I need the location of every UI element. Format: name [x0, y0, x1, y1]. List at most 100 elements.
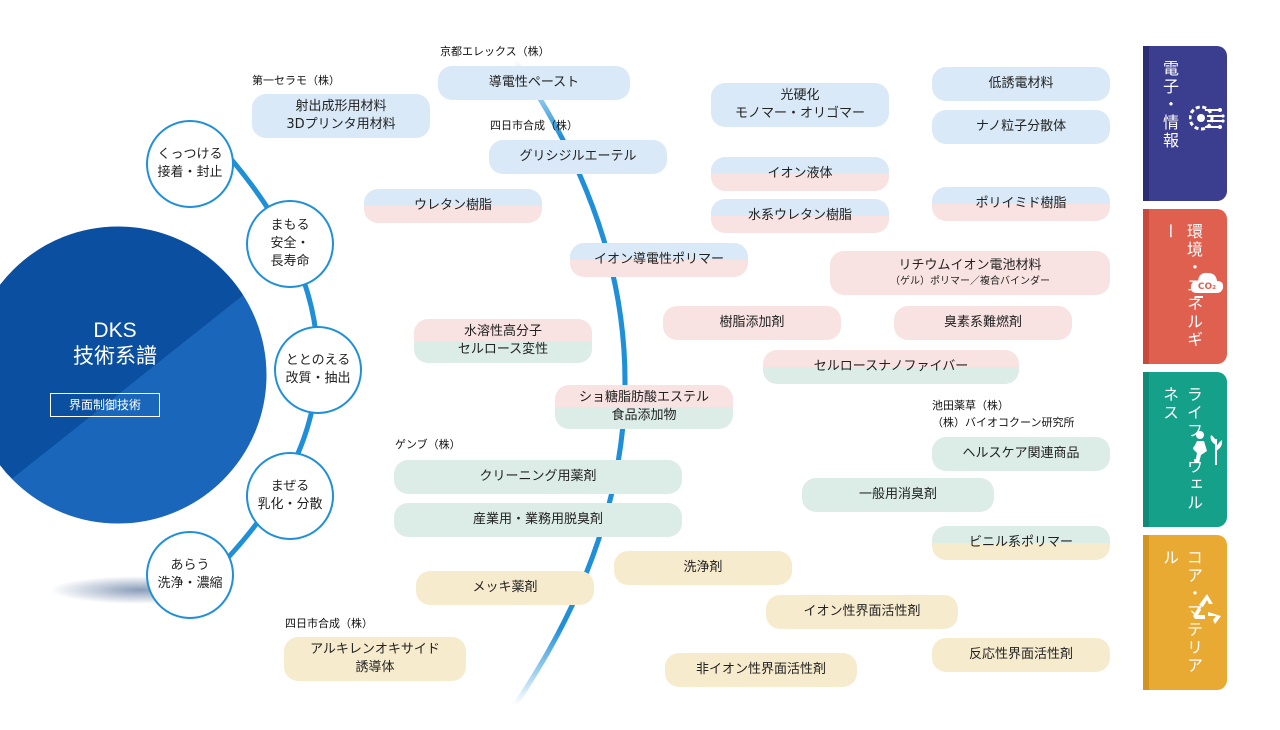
category-tab-label: コア・マテリアル: [1160, 549, 1203, 675]
center-title-line2: 技術系譜: [73, 345, 157, 368]
product-low-dielectric-label: 低誘電材料: [988, 76, 1054, 91]
capability-wash[interactable]: あらう 洗浄・濃縮: [146, 531, 234, 619]
capability-protect-line3: 長寿命: [270, 254, 310, 269]
product-sucrose-ester-line1: ショ糖脂肪酸エステル: [578, 390, 709, 405]
capability-wash-line1: あらう: [170, 558, 210, 573]
product-nano-dispersion[interactable]: ナノ粒子分散体: [932, 110, 1110, 144]
capability-modify-line1: ととのえる: [285, 353, 351, 368]
product-conductive-paste[interactable]: 導電性ペースト: [438, 66, 630, 100]
product-healthcare[interactable]: ヘルスケア関連商品: [932, 437, 1110, 471]
center-title-line1: DKS: [93, 319, 137, 342]
product-ionic-surfactant[interactable]: イオン性界面活性剤: [766, 595, 958, 629]
product-sucrose-ester-line2: 食品添加物: [611, 408, 677, 423]
capability-mix[interactable]: まぜる 乳化・分散: [246, 452, 334, 540]
product-water-urethane[interactable]: 水系ウレタン樹脂: [711, 199, 889, 233]
product-reactive-surfactant[interactable]: 反応性界面活性剤: [932, 638, 1110, 672]
category-tab-environment[interactable]: 環境・エネルギー CO₂: [1143, 209, 1227, 364]
product-lithium-battery-line2: （ゲル）ポリマー／複合バインダー: [890, 276, 1050, 287]
company-gembu: ゲンブ（株）: [395, 438, 461, 451]
product-low-dielectric[interactable]: 低誘電材料: [932, 67, 1110, 101]
company-yokkaichi-2: 四日市合成（株）: [285, 617, 373, 630]
category-tab-life[interactable]: ライフ・ウェルネス: [1143, 372, 1227, 527]
product-water-soluble-line1: 水溶性高分子: [463, 324, 542, 339]
product-glycidyl-ether[interactable]: グリシジルエーテル: [489, 140, 667, 174]
category-tab-strip: [1143, 46, 1149, 201]
product-cleaning-agent-label: クリーニング用薬剤: [479, 469, 597, 484]
product-industrial-deodorant[interactable]: 産業用・業務用脱臭剤: [394, 503, 682, 537]
product-alkylene-oxide[interactable]: アルキレンオキサイド 誘導体: [284, 637, 466, 681]
product-ionic-liquid-label: イオン液体: [767, 166, 833, 181]
product-resin-additive[interactable]: 樹脂添加剤: [663, 306, 841, 340]
company-kyoto-elex: 京都エレックス（株）: [440, 45, 550, 58]
product-bromine-flame-label: 臭素系難燃剤: [943, 315, 1022, 330]
product-lithium-battery-line1: リチウムイオン電池材料: [898, 258, 1042, 273]
product-polyimide-label: ポリイミド樹脂: [975, 196, 1067, 211]
product-photo-curing-line2: モノマー・オリゴマー: [734, 106, 865, 121]
product-vinyl-polymer[interactable]: ビニル系ポリマー: [932, 526, 1110, 560]
product-resin-additive-label: 樹脂添加剤: [719, 315, 785, 330]
product-vinyl-polymer-label: ビニル系ポリマー: [968, 535, 1073, 550]
product-water-soluble-line2: セルロース変性: [457, 342, 549, 357]
product-ionic-liquid[interactable]: イオン液体: [711, 157, 889, 191]
capability-modify[interactable]: ととのえる 改質・抽出: [274, 326, 362, 414]
company-daiichi-ceramo: 第一セラモ（株）: [252, 74, 340, 87]
capability-attach[interactable]: くっつける 接着・封止: [146, 120, 234, 208]
person-plant-icon: [1193, 431, 1223, 465]
product-water-urethane-label: 水系ウレタン樹脂: [747, 208, 852, 223]
capability-modify-line2: 改質・抽出: [285, 371, 351, 386]
product-sucrose-ester[interactable]: ショ糖脂肪酸エステル 食品添加物: [555, 385, 733, 429]
product-conductive-paste-label: 導電性ペースト: [488, 75, 580, 90]
capability-protect-line1: まもる: [270, 218, 310, 233]
center-subtitle: 界面制御技術: [50, 393, 160, 417]
category-tab-label: 電子・情報: [1160, 60, 1179, 150]
product-urethane-resin-label: ウレタン樹脂: [413, 198, 492, 213]
capability-wash-line2: 洗浄・濃縮: [157, 576, 223, 591]
product-ion-polymer[interactable]: イオン導電性ポリマー: [570, 243, 748, 277]
product-injection-material[interactable]: 射出成形用材料 3Dプリンタ用材料: [252, 94, 430, 138]
product-cellulose-nanofiber[interactable]: セルロースナノファイバー: [763, 350, 1019, 384]
recycle-icon: [1193, 594, 1221, 624]
category-tab-strip: [1143, 535, 1149, 690]
category-tab-core[interactable]: コア・マテリアル: [1143, 535, 1227, 690]
capability-attach-line2: 接着・封止: [157, 165, 223, 180]
product-water-soluble-polymer[interactable]: 水溶性高分子 セルロース変性: [414, 319, 592, 363]
company-bio-cocoon: （株）バイオコクーン研究所: [932, 416, 1075, 429]
product-nonionic-surfactant[interactable]: 非イオン性界面活性剤: [665, 653, 857, 687]
co2-cloud-icon: CO₂: [1190, 272, 1224, 298]
product-plating-agent[interactable]: メッキ薬剤: [416, 571, 594, 605]
category-tab-strip: [1143, 209, 1149, 364]
product-ion-polymer-label: イオン導電性ポリマー: [593, 252, 724, 267]
product-detergent[interactable]: 洗浄剤: [614, 551, 792, 585]
product-polyimide[interactable]: ポリイミド樹脂: [932, 187, 1110, 221]
product-urethane-resin[interactable]: ウレタン樹脂: [364, 189, 542, 223]
product-glycidyl-ether-label: グリシジルエーテル: [519, 149, 637, 164]
product-photo-curing[interactable]: 光硬化 モノマー・オリゴマー: [711, 83, 889, 127]
product-nonionic-surfactant-label: 非イオン性界面活性剤: [695, 662, 826, 677]
product-industrial-deodorant-label: 産業用・業務用脱臭剤: [472, 512, 603, 527]
company-ikeda: 池田薬草（株）: [932, 399, 1009, 412]
product-alkylene-oxide-line2: 誘導体: [355, 660, 395, 675]
product-general-deodorant-label: 一般用消臭剤: [858, 487, 937, 502]
capability-protect[interactable]: まもる 安全・ 長寿命: [246, 200, 334, 288]
category-tab-electronics[interactable]: 電子・情報: [1143, 46, 1227, 201]
product-photo-curing-line1: 光硬化: [780, 88, 820, 103]
category-tab-strip: [1143, 372, 1149, 527]
product-general-deodorant[interactable]: 一般用消臭剤: [802, 478, 994, 512]
product-lithium-battery[interactable]: リチウムイオン電池材料 （ゲル）ポリマー／複合バインダー: [830, 251, 1110, 295]
product-detergent-label: 洗浄剤: [683, 560, 723, 575]
product-injection-material-line2: 3Dプリンタ用材料: [286, 117, 396, 132]
capability-mix-line2: 乳化・分散: [257, 497, 323, 512]
product-plating-agent-label: メッキ薬剤: [472, 580, 538, 595]
product-bromine-flame[interactable]: 臭素系難燃剤: [894, 306, 1072, 340]
product-nano-dispersion-label: ナノ粒子分散体: [975, 119, 1067, 134]
capability-attach-line1: くっつける: [157, 147, 223, 162]
product-cleaning-agent[interactable]: クリーニング用薬剤: [394, 460, 682, 494]
product-cellulose-nanofiber-label: セルロースナノファイバー: [813, 359, 969, 374]
product-alkylene-oxide-line1: アルキレンオキサイド: [310, 642, 440, 657]
capability-protect-line2: 安全・: [270, 236, 310, 251]
company-yokkaichi-1: 四日市合成（株）: [490, 119, 578, 132]
product-reactive-surfactant-label: 反応性界面活性剤: [968, 647, 1073, 662]
product-healthcare-label: ヘルスケア関連商品: [962, 446, 1080, 461]
product-ionic-surfactant-label: イオン性界面活性剤: [803, 604, 921, 619]
